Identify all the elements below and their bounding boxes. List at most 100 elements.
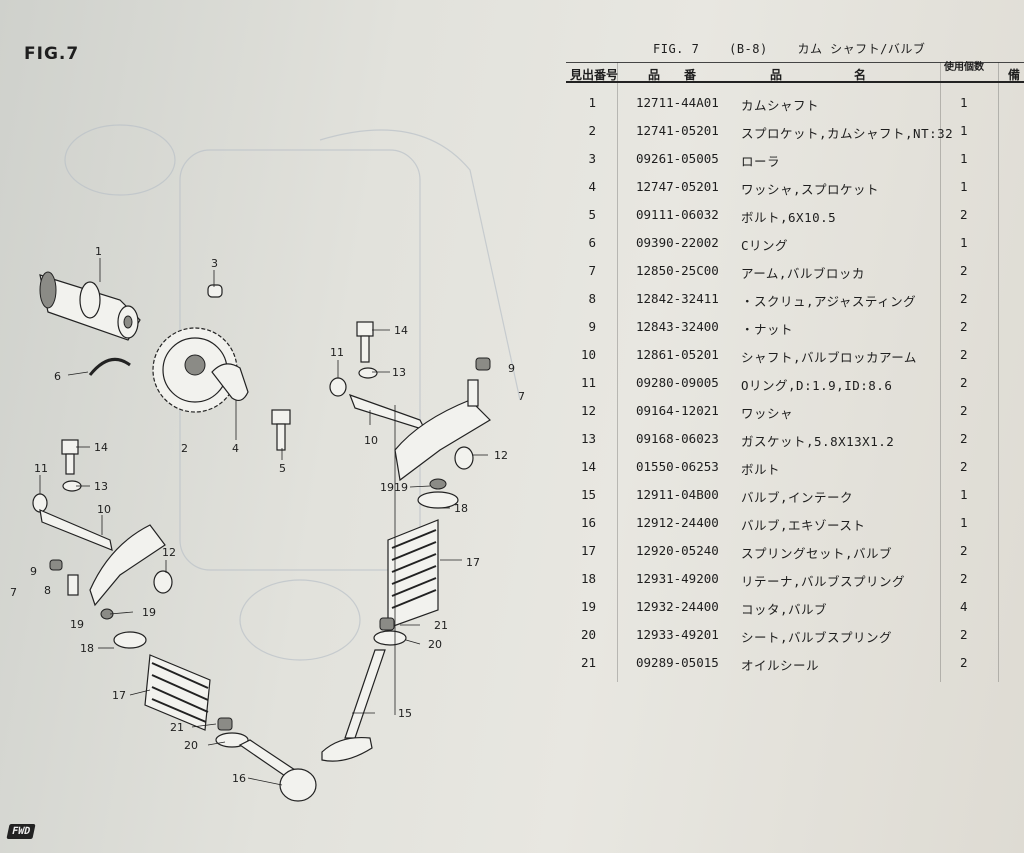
callout-14: 14	[394, 324, 408, 337]
part-name-cell: ボルト,6X10.5	[741, 210, 837, 225]
part-number-cell: 12912-24400	[636, 515, 719, 530]
callout-18b: 18	[80, 642, 94, 655]
table-title: FIG. 7 (B-8) カム シャフト/バルブ	[653, 40, 947, 57]
quantity-cell: 4	[960, 599, 968, 614]
callout-17: 17	[466, 556, 480, 569]
part-number-cell: 12741-05201	[636, 123, 719, 138]
column-divider	[940, 62, 941, 682]
part-number-cell: 09111-06032	[636, 207, 719, 222]
ref-number-cell: 18	[580, 571, 596, 586]
col-ref-no: 見出番号	[570, 68, 619, 82]
ref-number-cell: 7	[588, 263, 596, 278]
quantity-cell: 2	[960, 375, 968, 390]
ref-number-cell: 17	[580, 543, 596, 558]
part-number-cell: 09390-22002	[636, 235, 719, 250]
part-name-cell: バルブ,エキゾースト	[741, 518, 866, 533]
callout-21b: 21	[170, 721, 184, 734]
part-name-cell: アーム,バルブロッカ	[741, 266, 865, 281]
callout-11b: 11	[34, 462, 48, 475]
column-divider	[617, 62, 618, 682]
callout-1: 1	[95, 245, 102, 258]
part-name-cell: ワッシャ	[741, 406, 794, 421]
upper-rocker-assembly	[329, 357, 491, 482]
sprocket-part	[152, 327, 238, 413]
part-name-cell: ・スクリュ,アジャスティング	[741, 294, 917, 309]
ref-number-cell: 13	[580, 431, 596, 446]
ref-number-cell: 12	[580, 403, 596, 418]
col-remarks: 備	[1008, 68, 1021, 82]
ref-number-cell: 10	[580, 347, 596, 362]
ref-number-cell: 14	[580, 459, 596, 474]
ref-number-cell: 1	[588, 95, 596, 110]
callout-20: 20	[428, 638, 442, 651]
part-number-cell: 09289-05015	[636, 655, 719, 670]
quantity-cell: 2	[960, 263, 968, 278]
callout-18: 18	[454, 502, 468, 515]
bolt-14-lower-part	[61, 439, 82, 492]
callout-12: 12	[494, 449, 508, 462]
part-number-cell: 09280-09005	[636, 375, 719, 390]
callout-4: 4	[232, 442, 239, 455]
quantity-cell: 2	[960, 571, 968, 586]
quantity-cell: 2	[960, 207, 968, 222]
callout-11: 11	[330, 346, 344, 359]
column-divider	[998, 62, 999, 682]
part-name-cell: ローラ	[741, 154, 781, 169]
callout-9: 9	[30, 565, 37, 578]
section-title: カム シャフト/バルブ	[797, 42, 926, 56]
part-number-cell: 01550-06253	[636, 459, 719, 474]
part-name-cell: ・ナット	[741, 322, 794, 337]
callout-21: 21	[434, 619, 448, 632]
quantity-cell: 2	[960, 431, 968, 446]
callout-leaders	[39, 258, 488, 786]
part-name-cell: コッタ,バルブ	[741, 602, 828, 617]
quantity-cell: 2	[960, 543, 968, 558]
ref-number-cell: 2	[588, 123, 596, 138]
exhaust-valve-stack	[100, 608, 317, 802]
quantity-cell: 2	[960, 291, 968, 306]
part-number-cell: 12747-05201	[636, 179, 719, 194]
ref-number-cell: 15	[580, 487, 596, 502]
col-part-no: 品 番	[648, 68, 697, 82]
ref-number-cell: 21	[580, 655, 596, 670]
part-number-cell: 12842-32411	[636, 291, 719, 306]
bleed-through-ghost	[64, 124, 521, 661]
callout-10b: 10	[97, 503, 111, 516]
part-number-cell: 12711-44A01	[636, 95, 719, 110]
callout-19c: 19	[70, 618, 84, 631]
part-name-cell: カムシャフト	[741, 98, 820, 113]
quantity-cell: 1	[960, 95, 968, 110]
part-number-cell: 09168-06023	[636, 431, 719, 446]
ref-number-cell: 19	[580, 599, 596, 614]
part-name-cell: シャフト,バルブロッカアーム	[741, 350, 917, 365]
quantity-cell: 1	[960, 179, 968, 194]
part-name-cell: ワッシャ,スプロケット	[741, 182, 880, 197]
col-qty: 使用個数	[944, 62, 984, 73]
part-number-cell: 09164-12021	[636, 403, 719, 418]
callout-7: 7	[10, 586, 17, 599]
callout-12b: 12	[162, 546, 176, 559]
ref-number-cell: 5	[588, 207, 596, 222]
part-name-cell: ボルト	[741, 462, 781, 477]
c-ring-part	[88, 357, 131, 376]
quantity-cell: 1	[960, 515, 968, 530]
bolt-5-part	[271, 409, 291, 451]
quantity-cell: 2	[960, 459, 968, 474]
ref-number-cell: 3	[588, 151, 596, 166]
part-name-cell: オイルシール	[741, 658, 820, 673]
callout-19b: 19	[142, 606, 156, 619]
bolt-14-upper-part	[356, 321, 378, 379]
part-number-cell: 12861-05201	[636, 347, 719, 362]
quantity-cell: 2	[960, 655, 968, 670]
callout-13: 13	[392, 366, 406, 379]
